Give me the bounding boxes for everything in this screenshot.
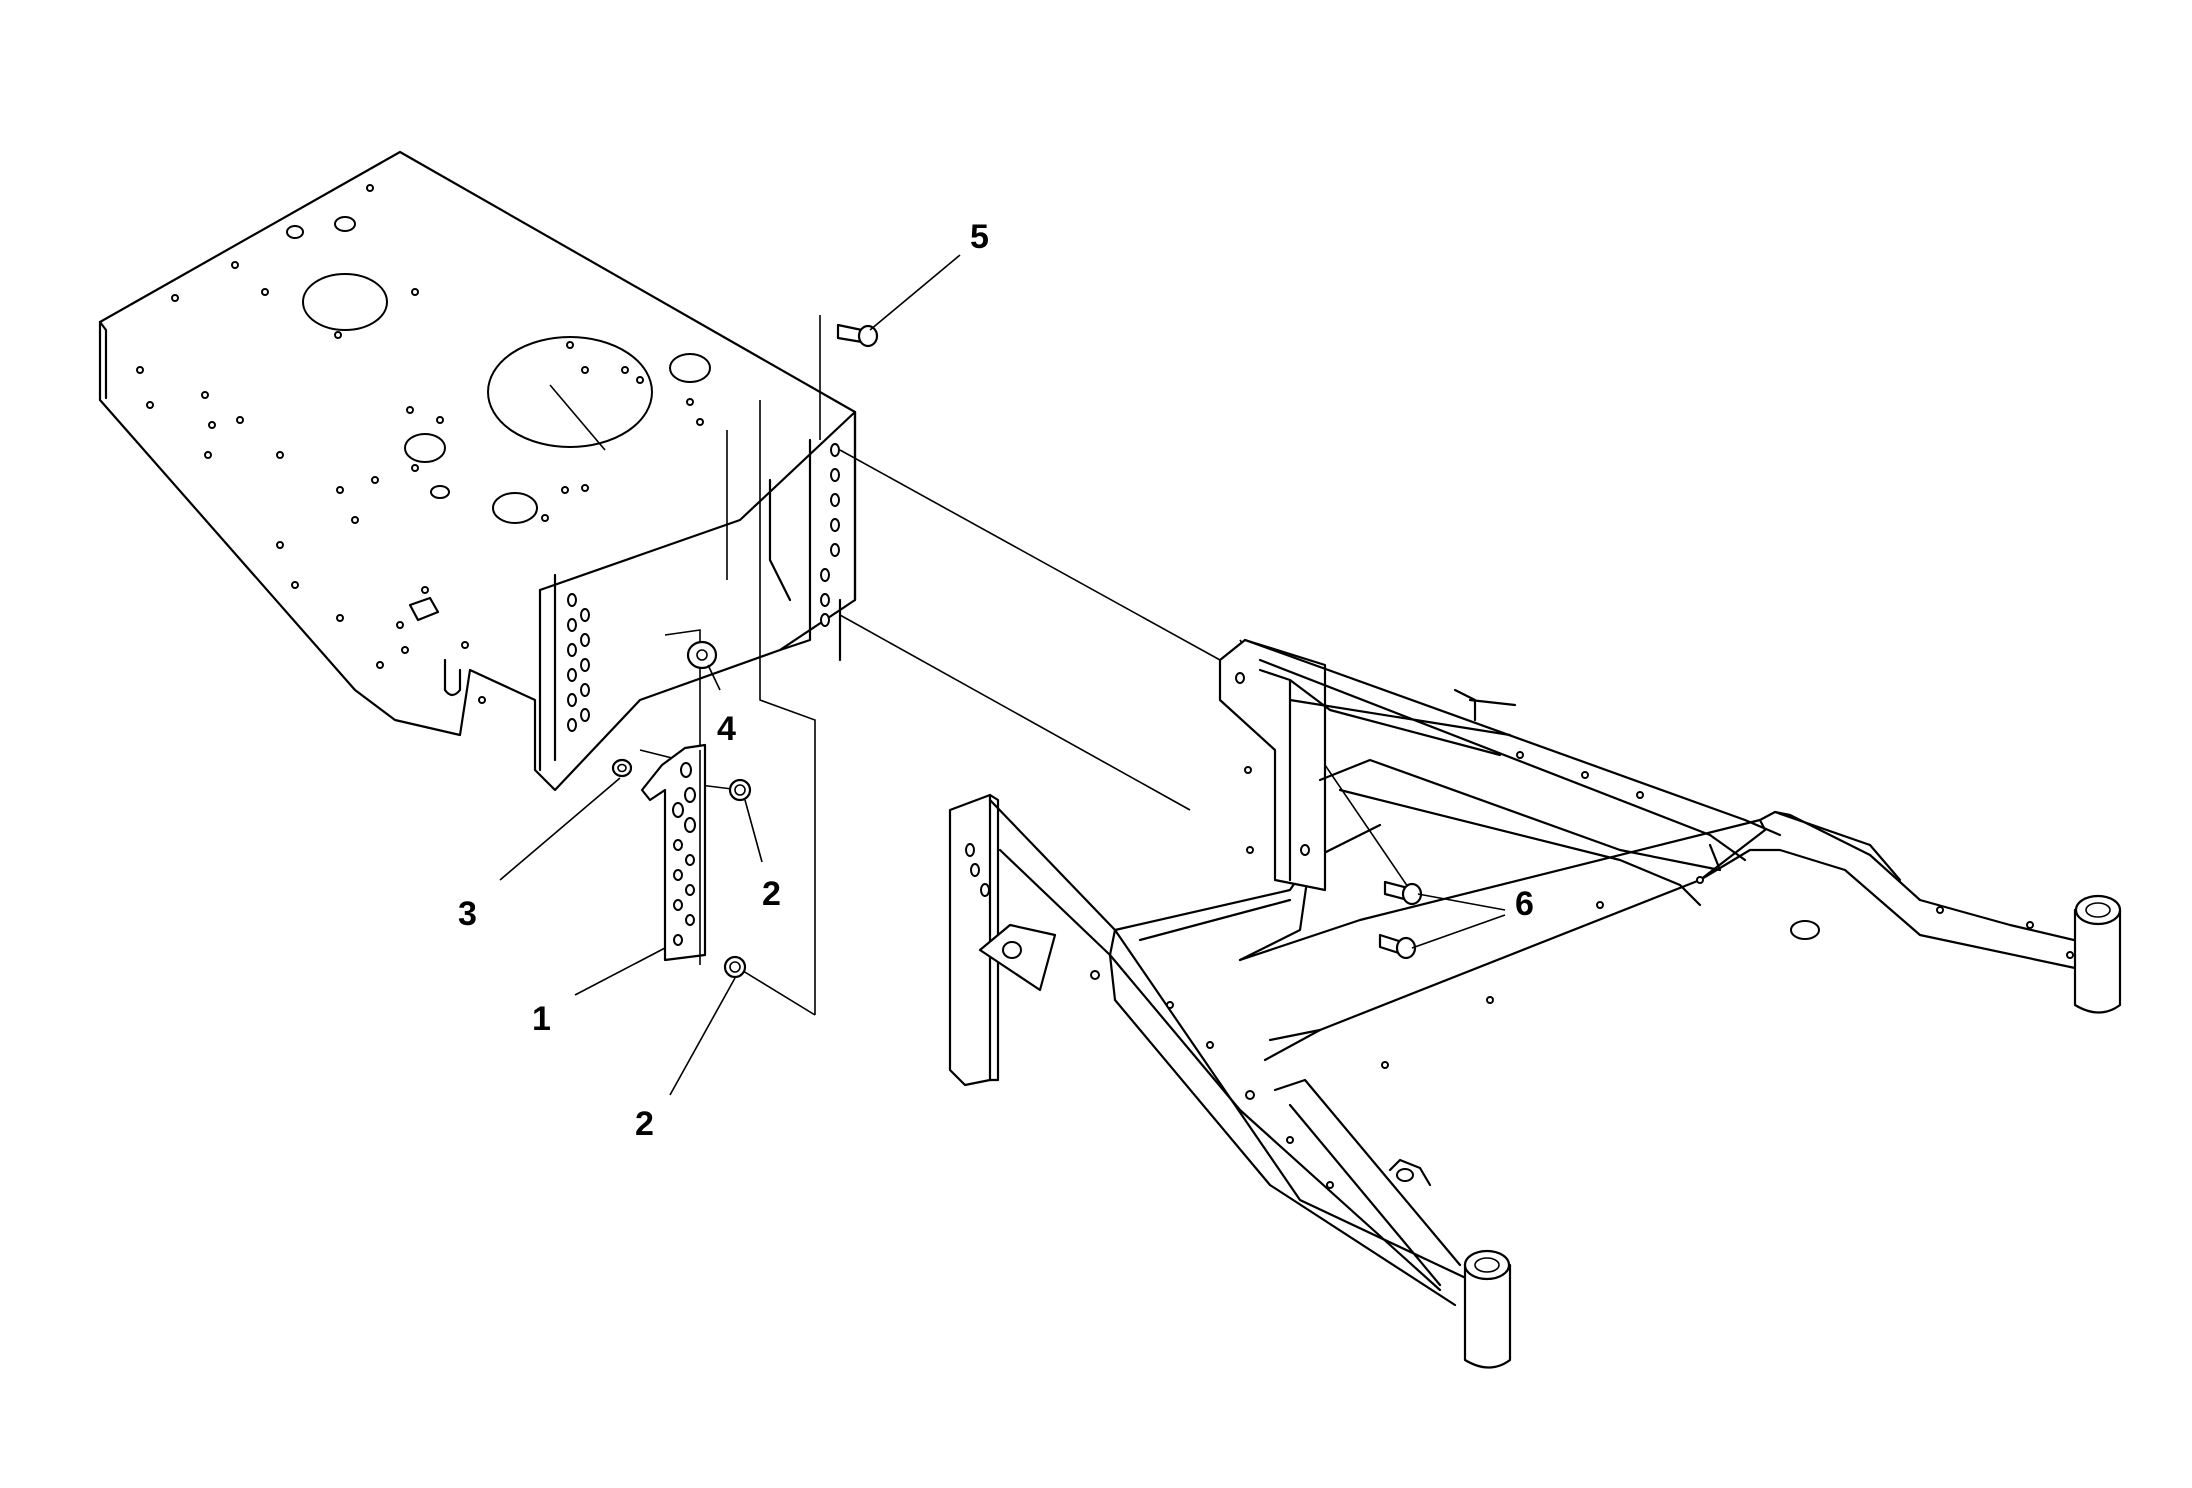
callout-2-upper: 2 [762,875,781,913]
callout-4: 4 [717,710,736,748]
nut-part-2-lower [723,955,747,979]
callout-2-lower: 2 [635,1105,654,1143]
nut-part-2-upper [728,778,752,802]
nut-part-3 [611,758,633,778]
callout-1: 1 [532,1000,551,1038]
bracket-part-1 [640,743,707,962]
bolt-part-5 [836,323,879,348]
callout-leaders [499,254,1506,1096]
callout-3: 3 [458,895,477,933]
deck-plate [98,150,857,792]
washer-part-4 [686,640,718,670]
callout-5: 5 [970,218,989,256]
deck-small-holes [136,184,704,704]
callout-6: 6 [1515,885,1534,923]
callout-labels: 5 4 3 2 1 2 6 [458,218,1534,1143]
bolts-part-6 [1378,880,1423,960]
deck-side-holes [567,443,840,732]
main-frame [948,638,2122,1369]
